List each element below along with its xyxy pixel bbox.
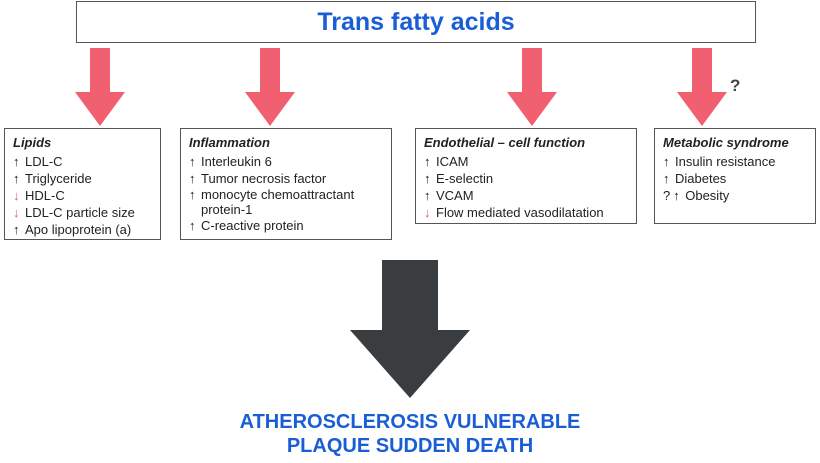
endothelial-box: Endothelial – cell function ↑ICAM ↑E-sel…	[415, 128, 637, 224]
list-item: ↑LDL-C	[13, 154, 63, 169]
arrow-down-icon	[677, 48, 727, 126]
metabolic-syndrome-box: Metabolic syndrome ↑Insulin resistance ↑…	[654, 128, 816, 224]
list-item: ↑Triglyceride	[13, 171, 92, 186]
arrow-down-icon	[507, 48, 557, 126]
arrow-down-icon: ↓	[13, 188, 20, 203]
big-arrow-down-icon	[350, 260, 470, 398]
arrow-up-icon: ↑	[424, 171, 431, 186]
arrow-up-icon: ↑	[424, 154, 431, 169]
inflammation-box: Inflammation ↑Interleukin 6 ↑Tumor necro…	[180, 128, 392, 240]
question-mark: ?	[730, 76, 741, 95]
list-item: ↓HDL-C	[13, 188, 65, 203]
conclusion-line-1: ATHEROSCLEROSIS VULNERABLE	[239, 411, 581, 433]
diagram-title: Trans fatty acids	[317, 7, 515, 36]
box-title: Lipids	[13, 135, 52, 150]
box-title: Endothelial – cell function	[424, 135, 586, 150]
arrow-up-icon: ↑	[189, 187, 196, 202]
list-item: ↑Interleukin 6	[189, 154, 272, 169]
list-item: ↑VCAM	[424, 188, 474, 203]
conclusion-text: ATHEROSCLEROSIS VULNERABLE PLAQUE SUDDEN…	[160, 410, 660, 458]
arrow-up-icon: ↑	[189, 171, 196, 186]
arrow-up-icon: ↑	[673, 188, 680, 203]
arrow-down-icon	[75, 48, 125, 126]
arrow-down-icon: ↓	[13, 205, 20, 220]
list-item: ↑monocyte chemoattractant protein-1	[189, 187, 355, 217]
arrow-up-icon: ↑	[663, 154, 670, 169]
list-item: ↑Insulin resistance	[663, 154, 776, 169]
box-title: Inflammation	[189, 135, 270, 150]
arrow-down-icon: ↓	[424, 205, 431, 220]
arrow-up-icon: ↑	[663, 171, 670, 186]
arrow-up-icon: ↑	[189, 218, 196, 233]
arrow-up-icon: ↑	[424, 188, 431, 203]
arrow-up-icon: ↑	[13, 171, 20, 186]
list-item: ↑E-selectin	[424, 171, 494, 186]
arrow-up-icon: ↑	[189, 154, 196, 169]
list-item: ↑Diabetes	[663, 171, 727, 186]
list-item: ↑ICAM	[424, 154, 469, 169]
title-box: Trans fatty acids	[76, 1, 756, 43]
arrow-up-icon: ↑	[13, 222, 20, 237]
lipids-box: Lipids ↑LDL-C ↑Triglyceride ↓HDL-C ↓LDL-…	[4, 128, 161, 240]
list-item: ?↑Obesity	[663, 188, 730, 203]
list-item: ↓Flow mediated vasodilatation	[424, 205, 604, 220]
list-item: ↓LDL-C particle size	[13, 205, 135, 220]
box-title: Metabolic syndrome	[663, 135, 789, 150]
conclusion-line-2: PLAQUE SUDDEN DEATH	[286, 435, 534, 457]
list-item: ↑C-reactive protein	[189, 218, 304, 233]
uncertain-marker: ?	[663, 188, 671, 203]
list-item: ↑Apo lipoprotein (a)	[13, 222, 132, 237]
list-item: ↑Tumor necrosis factor	[189, 171, 327, 186]
arrow-down-icon	[245, 48, 295, 126]
arrow-up-icon: ↑	[13, 154, 20, 169]
